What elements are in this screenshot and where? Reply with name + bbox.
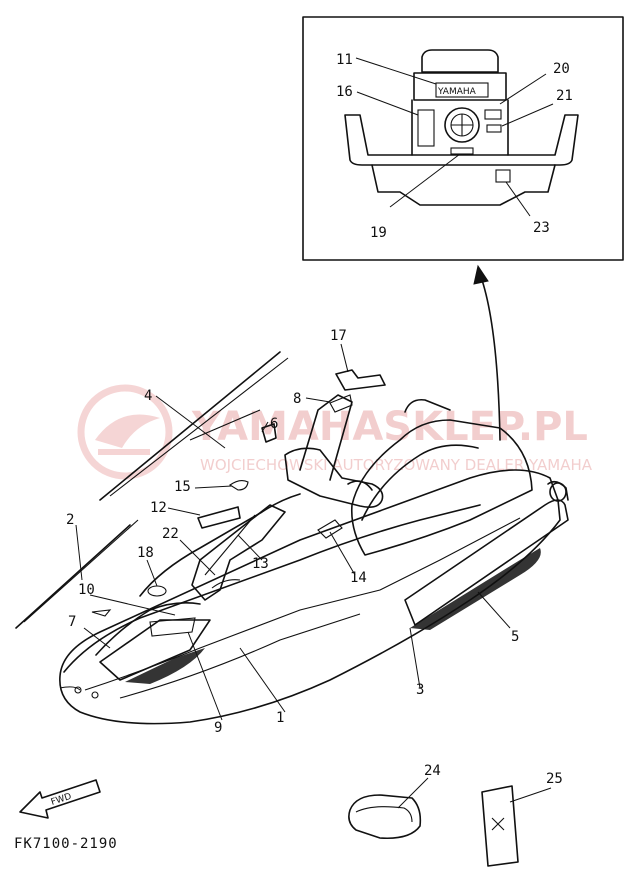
callout-14: 14	[350, 570, 367, 586]
callout-3: 3	[416, 682, 424, 698]
watermark-line2: WOJCIECHOWSKI AUTORYZOWANY DEALER YAMAHA	[200, 456, 593, 474]
callout-23: 23	[533, 220, 550, 236]
jetski-hull	[59, 369, 569, 725]
fwd-arrow-icon: FWD	[19, 779, 101, 819]
callout-24: 24	[424, 763, 441, 779]
inset-frame	[302, 16, 624, 261]
callout-13: 13	[252, 556, 269, 572]
callout-9: 9	[214, 720, 222, 736]
callout-8: 8	[293, 391, 301, 407]
watermark-line1: YAMAHASKLEP.PL	[191, 404, 588, 450]
part-25-manual	[481, 785, 519, 867]
callout-25: 25	[546, 771, 563, 787]
side-decal-shape	[410, 548, 541, 630]
drawing-code: FK7100-2190	[14, 836, 118, 852]
callout-4: 4	[144, 388, 152, 404]
callout-19: 19	[370, 225, 387, 241]
callout-18: 18	[137, 545, 154, 561]
callout-labels: 11 16 20 21 19 23 17 8 4 6 15 12 2 22 18…	[66, 52, 573, 787]
watermark-logo-icon	[77, 384, 173, 480]
callout-2: 2	[66, 512, 74, 528]
callout-5: 5	[511, 629, 519, 645]
part-24-cover	[348, 794, 422, 840]
callout-22: 22	[162, 526, 179, 542]
callout-11: 11	[336, 52, 353, 68]
callout-6: 6	[270, 416, 278, 432]
callout-10: 10	[78, 582, 95, 598]
watermark: YAMAHASKLEP.PL WOJCIECHOWSKI AUTORYZOWAN…	[77, 384, 593, 480]
callout-21: 21	[556, 88, 573, 104]
leader-lines	[75, 343, 552, 809]
reference-arrow	[473, 264, 501, 441]
callout-16: 16	[336, 84, 353, 100]
callout-1: 1	[276, 710, 284, 726]
inset-brand-label: YAMAHA	[437, 87, 477, 97]
inset-panel	[302, 16, 624, 261]
inset-console	[344, 49, 579, 206]
callout-15: 15	[174, 479, 191, 495]
callout-7: 7	[68, 614, 76, 630]
callout-17: 17	[330, 328, 347, 344]
callout-20: 20	[553, 61, 570, 77]
callout-12: 12	[150, 500, 167, 516]
